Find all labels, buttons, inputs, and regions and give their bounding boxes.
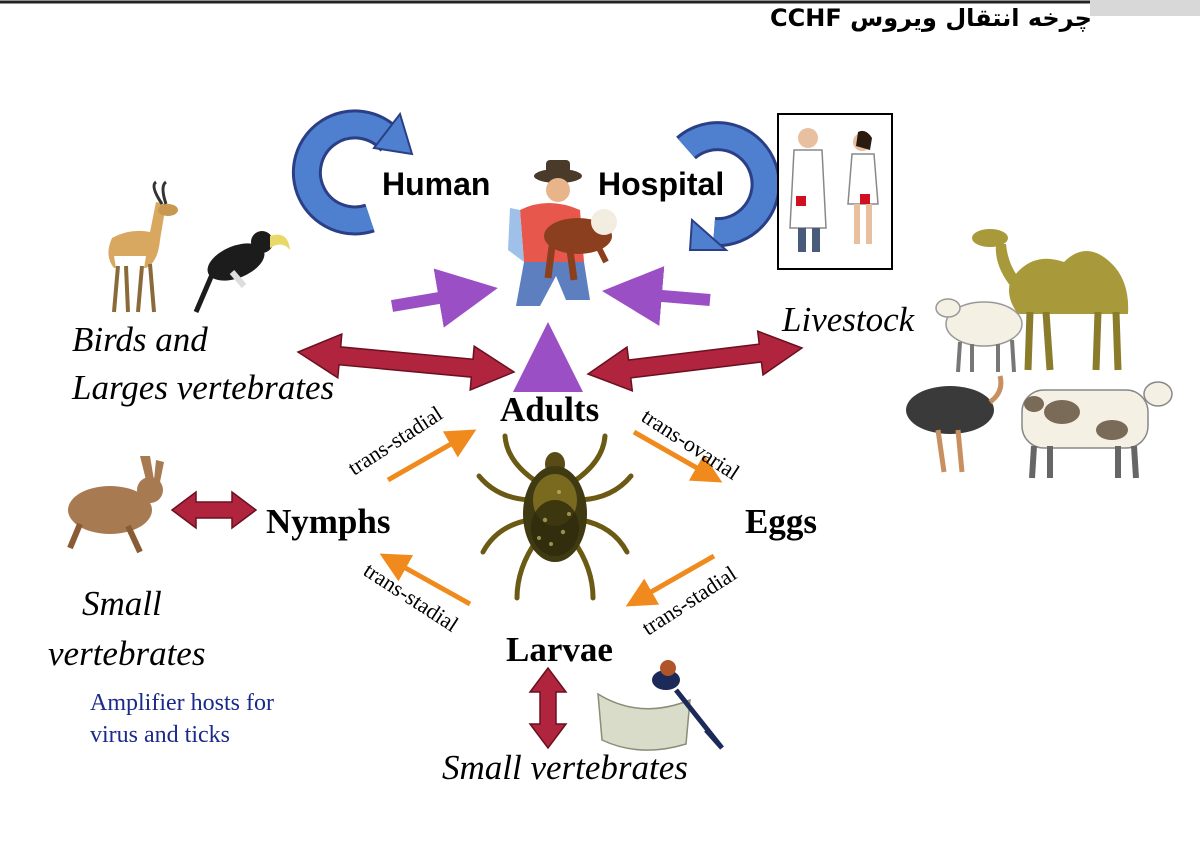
swallow-nest-icon — [597, 660, 724, 751]
arrow-larvae-to-nymphs — [379, 553, 472, 607]
doctor-nurse-icon — [777, 113, 893, 270]
amplifier-note-line2: virus and ticks — [90, 722, 230, 748]
corner-shade — [1090, 0, 1200, 16]
human-loop-arrow — [291, 109, 414, 236]
double-arrow-hare — [170, 490, 258, 530]
arrow-birds-adults — [296, 332, 516, 392]
double-arrow-birds — [296, 332, 516, 392]
host-small-line2: vertebrates — [48, 634, 206, 673]
page-title: چرخه انتقال ویروس CCHF — [770, 4, 1092, 32]
host-birds-line2: Larges vertebrates — [72, 368, 335, 407]
sheep-icon — [935, 298, 1023, 373]
node-eggs: Eggs — [745, 502, 817, 541]
arrow-eggs-to-larvae — [625, 553, 716, 607]
node-adults: Adults — [500, 390, 600, 429]
hare-icon — [67, 456, 164, 554]
camel-icon — [972, 229, 1129, 371]
gazelle-icon — [108, 180, 178, 313]
arrow-birds-to-human — [390, 268, 498, 328]
arrow-adults-to-eggs — [632, 429, 723, 483]
label-nymphs-to-adults: trans-stadial — [343, 401, 447, 481]
hornbill-icon — [193, 231, 290, 313]
cow-icon — [1021, 381, 1173, 479]
node-larvae: Larvae — [506, 630, 613, 669]
arrow-small-vertebrates-nymphs — [170, 490, 258, 530]
arrow-nymphs-to-adults — [386, 429, 477, 483]
double-arrow-bottom — [528, 666, 568, 750]
arrow-livestock-to-human — [602, 266, 711, 326]
host-small-bottom: Small vertebrates — [442, 748, 688, 787]
double-arrow-livestock — [586, 330, 804, 392]
host-small-line1: Small — [82, 584, 162, 623]
farmer-with-calf-icon — [508, 160, 617, 306]
amplifier-note-line1: Amplifier hosts for — [90, 690, 274, 716]
node-nymphs: Nymphs — [266, 502, 391, 541]
tick-icon — [476, 433, 634, 601]
arrow-livestock-adults — [586, 330, 804, 392]
ostrich-icon — [906, 375, 1004, 473]
host-birds-line1: Birds and — [72, 320, 208, 359]
node-human: Human — [382, 166, 491, 202]
host-livestock: Livestock — [782, 300, 915, 339]
node-hospital: Hospital — [598, 166, 725, 202]
arrow-larvae-small-vertebrates — [528, 666, 568, 750]
hospital-loop-arrow — [676, 121, 781, 251]
